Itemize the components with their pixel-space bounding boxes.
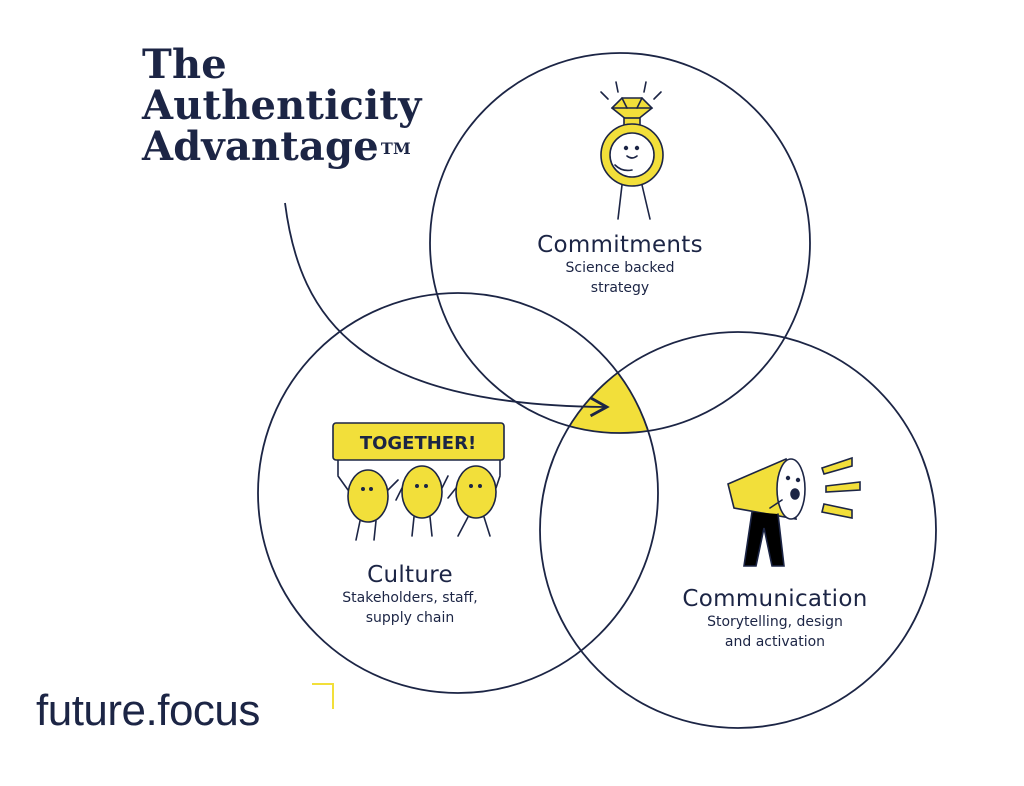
culture-label: Culture Stakeholders, staff, supply chai… (310, 562, 510, 628)
culture-circle (257, 292, 659, 694)
culture-sub-2: supply chain (365, 610, 455, 626)
commitments-label: Commitments Science backed strategy (520, 232, 720, 298)
title-line-2: Authenticity (142, 82, 422, 129)
communication-heading: Communication (682, 586, 868, 612)
intersection-highlight (540, 332, 658, 433)
communication-label: Communication Storytelling, design and a… (670, 586, 880, 652)
commitments-sub-1: Science backed (565, 260, 675, 276)
together-crowd-icon: TOGETHER! (332, 422, 505, 541)
commitments-circle (429, 52, 811, 434)
logo-bracket-mark (312, 683, 334, 709)
culture-sub-1: Stakeholders, staff, (342, 590, 478, 606)
title-line-1: The (142, 41, 227, 88)
banner-text: TOGETHER! (360, 433, 476, 454)
commitments-sub-2: strategy (590, 280, 650, 296)
communication-circle (539, 331, 937, 729)
communication-sub-1: Storytelling, design (707, 614, 843, 630)
trademark-mark: TM (380, 139, 411, 158)
commitments-heading: Commitments (537, 232, 703, 258)
culture-heading: Culture (367, 562, 453, 588)
megaphone-icon (727, 456, 861, 567)
communication-sub-2: and activation (724, 634, 826, 650)
future-focus-logo: future.focus (36, 686, 260, 735)
title-line-3-text: Advantage (142, 123, 379, 170)
arrow-icon (284, 202, 610, 418)
ring-diamond-icon (600, 81, 664, 220)
